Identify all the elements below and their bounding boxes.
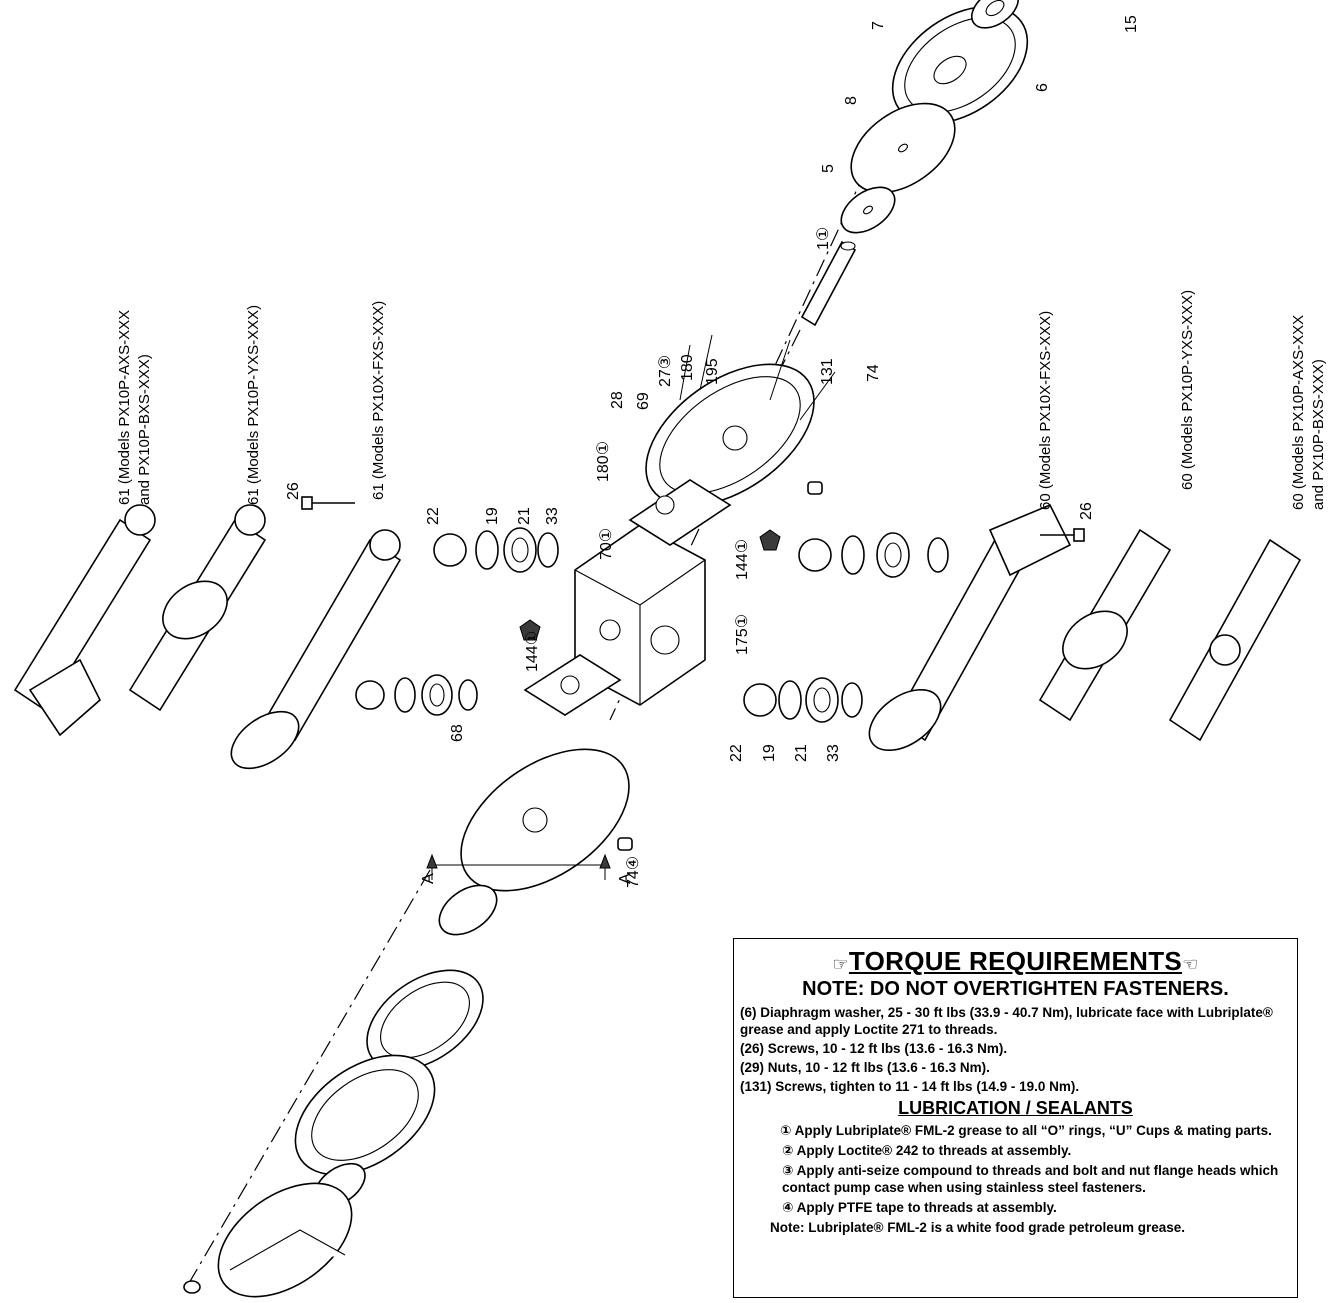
callout-21-right: 21 <box>793 744 810 762</box>
section-marker <box>426 853 611 880</box>
model-label-61-fxs: 61 (Models PX10X-FXS-XXX) <box>370 301 387 500</box>
callout-7: 7 <box>870 21 887 30</box>
torque-item-6: (6) Diaphragm washer, 25 - 30 ft lbs (33… <box>740 1005 1273 1037</box>
manifold-61-yxs <box>128 504 267 712</box>
diaphragm-8 <box>850 102 956 194</box>
callout-70: 70① <box>598 528 615 560</box>
model-label-61-axs-2: and PX10P-BXS-XXX) <box>136 354 153 505</box>
model-label-61-axs-1: 61 (Models PX10P-AXS-XXX <box>116 310 133 505</box>
diaphragm-plate-bottom <box>438 884 498 936</box>
service-kit-icon-left <box>519 619 541 641</box>
callout-26-right: 26 <box>1078 502 1095 520</box>
lubrication-item-2: ② Apply Loctite® 242 to threads at assem… <box>782 1143 1072 1158</box>
callout-195: 195 <box>704 358 721 385</box>
callout-21-left: 21 <box>516 507 533 525</box>
callout-28: 28 <box>609 391 626 409</box>
manifold-60-axs <box>1168 538 1302 742</box>
section-label-a-left: A <box>420 873 437 884</box>
diaphragm-bottom-1 <box>366 969 484 1071</box>
callout-6: 6 <box>1034 83 1051 92</box>
fluid-cap-bottom <box>217 1182 353 1298</box>
service-kit-icon-right <box>759 529 781 551</box>
callout-33-right: 33 <box>825 744 842 762</box>
valve-stack-left-upper <box>433 527 559 573</box>
callout-26-left: 26 <box>285 482 302 500</box>
lubrication-item-4: ④ Apply PTFE tape to threads at assembly… <box>782 1200 1057 1215</box>
air-valve-plate-68-bottom <box>460 748 630 892</box>
callout-19-right: 19 <box>761 744 778 762</box>
torque-item-26: (26) Screws, 10 - 12 ft lbs (13.6 - 16.3… <box>740 1041 1008 1056</box>
manifold-60-yxs <box>1038 528 1172 722</box>
callout-8: 8 <box>843 96 860 105</box>
manifold-61-fxs <box>230 529 402 770</box>
manifold-60-fxs <box>868 503 1072 752</box>
pipe-plug-74-bottom <box>617 837 633 851</box>
lubrication-item-3: ③ Apply anti-seize compound to threads a… <box>782 1163 1279 1195</box>
callout-175: 175① <box>734 614 751 655</box>
callout-180-top: 180 <box>679 354 696 381</box>
callouts: 15 7 6 8 5 1① 131 195 180 27③ 69 28 180①… <box>285 15 1140 888</box>
diaphragm-plate-5 <box>840 186 896 234</box>
diaphragm-rod-1 <box>800 240 857 327</box>
pipe-plug-74-right <box>807 481 823 495</box>
callout-74-right: 74 <box>865 364 882 382</box>
valve-stack-right-upper <box>798 532 949 578</box>
model-label-60-yxs: 60 (Models PX10P-YXS-XXX) <box>1179 290 1196 490</box>
outer-diaphragm-top <box>891 5 1029 125</box>
model-label-60-axs-2: and PX10P-BXS-XXX) <box>1310 359 1327 510</box>
callout-74-bottom: 74④ <box>625 856 642 888</box>
torque-title-text: TORQUE REQUIREMENTS <box>848 946 1183 976</box>
callout-69: 69 <box>635 392 652 410</box>
screw-26-left <box>301 496 355 510</box>
section-label-a-right: A <box>617 873 634 884</box>
lubrication-title: LUBRICATION / SEALANTS <box>898 1098 1133 1118</box>
torque-item-29: (29) Nuts, 10 - 12 ft lbs (13.6 - 16.3 N… <box>740 1060 990 1075</box>
diaphragm-bottom-2 <box>294 1054 436 1176</box>
screw-26-right <box>1040 528 1085 542</box>
callout-144-right: 144① <box>734 539 751 580</box>
nut-bottom <box>183 1280 201 1294</box>
callout-1: 1① <box>815 227 832 250</box>
callout-33-left: 33 <box>544 507 561 525</box>
lubrication-footnote: Note: Lubriplate® FML-2 is a white food … <box>770 1220 1185 1235</box>
model-labels: 61 (Models PX10P-AXS-XXX and PX10P-BXS-X… <box>116 290 1327 510</box>
callout-22-left: 22 <box>425 507 442 525</box>
callout-131: 131 <box>819 358 836 385</box>
torque-item-131: (131) Screws, tighten to 11 - 14 ft lbs … <box>740 1079 1080 1094</box>
manifold-61-axs <box>13 504 156 737</box>
torque-title: ☞TORQUE REQUIREMENTS☜ <box>740 947 1291 978</box>
model-label-60-fxs: 60 (Models PX10X-FXS-XXX) <box>1037 311 1054 510</box>
callout-68: 68 <box>449 724 466 742</box>
lubrication-item-1: ① Apply Lubriplate® FML-2 grease to all … <box>780 1123 1272 1138</box>
diaphragm-washer-top <box>971 0 1019 29</box>
callout-27: 27③ <box>657 355 674 387</box>
torque-note: NOTE: DO NOT OVERTIGHTEN FASTENERS. <box>802 978 1229 1000</box>
callout-144-left: 144① <box>524 631 541 672</box>
model-label-61-yxs: 61 (Models PX10P-YXS-XXX) <box>245 305 262 505</box>
pointing-hand-icon: ☜ <box>1182 954 1199 974</box>
model-label-60-axs-1: 60 (Models PX10P-AXS-XXX <box>1290 315 1307 510</box>
callout-15: 15 <box>1123 15 1140 33</box>
callout-5: 5 <box>820 164 837 173</box>
air-valve-plate-68-top <box>645 334 836 507</box>
pointing-hand-icon: ☞ <box>832 954 849 974</box>
gasket-175 <box>628 479 732 546</box>
gasket-144-left <box>523 654 622 716</box>
callout-19-left: 19 <box>484 507 501 525</box>
callout-180-left: 180① <box>595 441 612 482</box>
valve-stack-right-lower <box>743 677 863 723</box>
valve-stack-left-lower <box>355 674 478 716</box>
callout-22-right: 22 <box>728 744 745 762</box>
torque-requirements-box: ☞TORQUE REQUIREMENTS☜ NOTE: DO NOT OVERT… <box>733 938 1298 1298</box>
